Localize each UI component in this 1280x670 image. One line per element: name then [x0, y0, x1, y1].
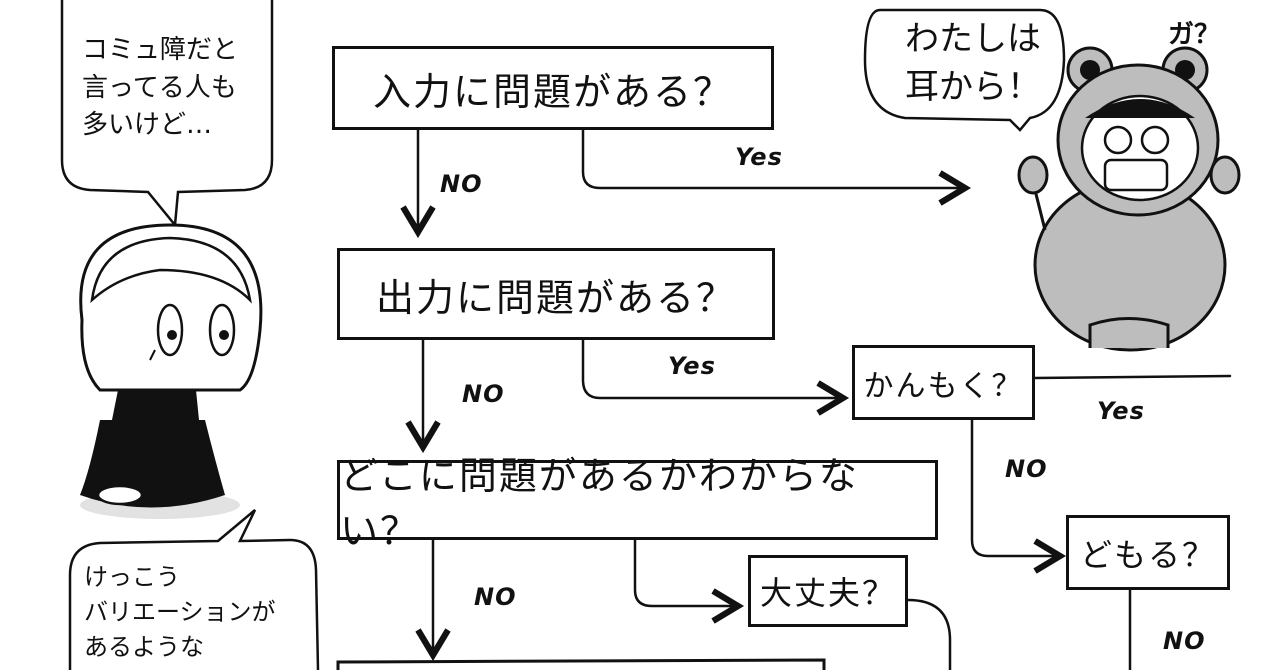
left-top-bubble-text: コミュ障だと 言ってる人も 多いけど… [82, 35, 239, 141]
label-q1-yes: Yes [735, 143, 783, 171]
arrow-q2-yes [581, 338, 843, 398]
label-q1-no: NO [440, 170, 483, 198]
arrow-q1-yes [581, 128, 965, 188]
bear-exclaim: ガ？ [1168, 20, 1221, 50]
label-q4-yes: Yes [1097, 397, 1145, 425]
question-input-problem: 入力に問題がある？ [332, 46, 774, 130]
label-q2-no: NO [462, 380, 505, 408]
label-q3-no: NO [474, 583, 517, 611]
left-bottom-bubble-text: けっこう バリエーションが あるような [84, 563, 276, 661]
line-q4-yes [1033, 374, 1232, 380]
left-bottom-bubble [68, 509, 320, 670]
label-q5-no: NO [1163, 627, 1206, 655]
line-q6-out [906, 598, 952, 670]
label-q2-yes: Yes [668, 352, 716, 380]
bear-bubble [863, 8, 1066, 132]
question-daijoubu: 大丈夫？ [748, 555, 908, 627]
arrow-q4-no [970, 418, 1060, 556]
bear-speech-text: わたしは 耳から！ [905, 19, 1041, 107]
arrow-q3-yes [633, 538, 738, 606]
bear-illustration [1017, 46, 1241, 352]
girl-illustration [79, 223, 263, 519]
question-unknown-problem: どこに問題があるかわからない？ [337, 454, 938, 553]
bottom-box-partial [336, 658, 826, 670]
label-q4-no: NO [1005, 455, 1048, 483]
question-output-problem: 出力に問題がある？ [337, 248, 775, 340]
question-domoru: どもる？ [1066, 515, 1230, 590]
question-kanmoku: かんもく？ [852, 345, 1035, 420]
